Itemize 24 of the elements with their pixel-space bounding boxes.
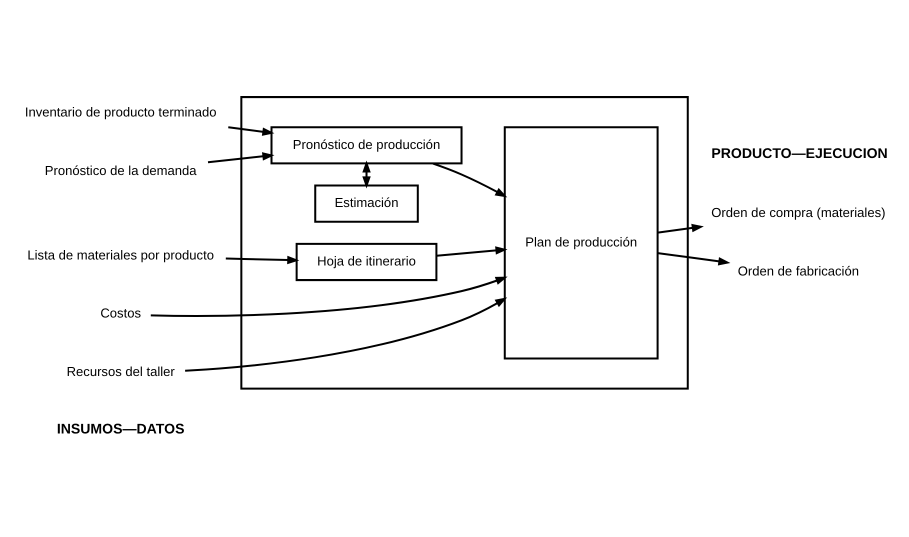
label: INSUMOS—DATOS xyxy=(56,420,184,436)
node-box: Plan de producción xyxy=(504,126,659,359)
arrow xyxy=(226,255,300,264)
arrow xyxy=(228,126,274,136)
node-box: Estimación xyxy=(314,184,419,222)
arrow xyxy=(658,223,704,234)
node-text: Pronóstico de la demanda xyxy=(44,162,197,178)
node-text: Orden de fabricación xyxy=(738,262,859,278)
node-text: Inventario de producto terminado xyxy=(24,104,217,120)
arrow xyxy=(150,276,508,316)
cluster xyxy=(240,96,689,390)
label: PRODUCTO—EJECUCION xyxy=(711,144,888,161)
node-box: Hoja de itinerario xyxy=(296,242,438,281)
node-text: Lista de materiales por producto xyxy=(27,246,214,262)
arrow xyxy=(658,252,730,266)
arrow xyxy=(185,296,508,372)
node-text: Recursos del taller xyxy=(66,363,175,378)
arrow xyxy=(432,162,508,197)
node-text: Orden de compra (materiales) xyxy=(711,204,886,220)
arrow xyxy=(436,246,508,256)
node-box: Pronóstico de producción xyxy=(270,126,463,164)
arrow xyxy=(362,160,371,188)
arrow xyxy=(208,152,274,163)
node-text: Costos xyxy=(100,305,142,320)
